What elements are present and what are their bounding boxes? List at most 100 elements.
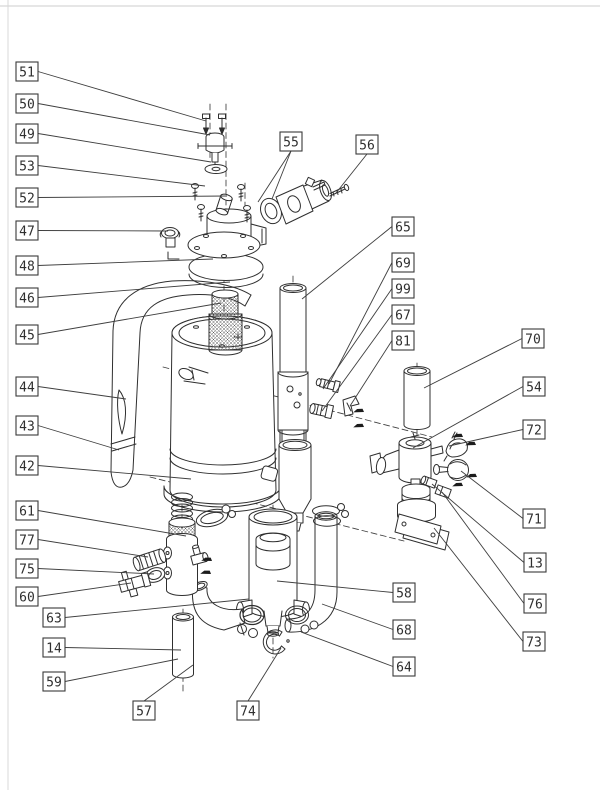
- small-fitting: [215, 193, 233, 216]
- leader-line-47: [37, 230, 169, 232]
- label-number: 54: [526, 381, 542, 396]
- label-number: 46: [19, 292, 35, 307]
- part-label-52: 52: [15, 187, 39, 208]
- leader-line-99: [322, 288, 393, 390]
- regulator-and-bracket: [394, 478, 450, 551]
- label-box: [15, 220, 39, 241]
- label-number: 47: [19, 225, 35, 240]
- part-label-56: 56: [355, 134, 379, 155]
- label-box: [15, 529, 39, 550]
- label-number: 68: [396, 624, 412, 639]
- pump-head-assembly: [187, 208, 267, 288]
- label-box: [42, 671, 66, 692]
- leader-line-56: [335, 153, 368, 194]
- leader-line-46: [37, 281, 231, 298]
- label-box: [132, 700, 156, 721]
- mesh-filter: [208, 289, 243, 356]
- label-number: 13: [527, 557, 543, 572]
- label-box: [522, 508, 546, 529]
- label-box: [15, 187, 39, 208]
- label-number: 99: [395, 283, 411, 298]
- label-number: 75: [19, 563, 35, 578]
- label-box: [15, 93, 39, 114]
- tank-side-port: [178, 366, 209, 385]
- leader-line-14: [64, 647, 182, 651]
- leader-line-67: [321, 314, 393, 412]
- leader-line-70: [423, 338, 523, 389]
- part-labels: 5150495352474846454443426177756063145957…: [15, 61, 547, 721]
- label-number: 53: [19, 160, 35, 175]
- label-box: [15, 324, 39, 345]
- leader-line-76: [441, 491, 525, 604]
- label-box: [15, 155, 39, 176]
- part-label-14: 14: [42, 637, 66, 658]
- part-label-70: 70: [521, 328, 545, 349]
- part-label-47: 47: [15, 220, 39, 241]
- label-number: 65: [395, 221, 411, 236]
- leader-line-55: [257, 150, 292, 203]
- leader-line-57: [143, 664, 194, 702]
- label-number: 45: [19, 329, 35, 344]
- label-box: [42, 607, 66, 628]
- label-number: 61: [19, 505, 35, 520]
- label-number: 73: [526, 636, 542, 651]
- label-box: [392, 582, 416, 603]
- leader-line-81: [349, 340, 393, 407]
- c-clip: [262, 629, 290, 655]
- leader-line-75: [37, 568, 155, 575]
- part-label-59: 59: [42, 671, 66, 692]
- label-number: 70: [525, 333, 541, 348]
- leader-line-55: [271, 150, 292, 200]
- label-box: [523, 552, 547, 573]
- part-label-46: 46: [15, 287, 39, 308]
- part-label-48: 48: [15, 255, 39, 276]
- inline-fittings: [309, 378, 360, 420]
- part-label-13: 13: [523, 552, 547, 573]
- label-number: 69: [395, 257, 411, 272]
- part-label-77: 77: [15, 529, 39, 550]
- label-number: 81: [395, 335, 411, 350]
- label-box: [392, 656, 416, 677]
- label-number: 14: [46, 642, 62, 657]
- label-box: [523, 593, 547, 614]
- part-label-75: 75: [15, 558, 39, 579]
- label-box: [522, 631, 546, 652]
- label-box: [15, 255, 39, 276]
- leader-line-42: [37, 465, 192, 480]
- label-number: 58: [396, 587, 412, 602]
- label-number: 74: [240, 705, 256, 720]
- leader-line-77: [37, 539, 149, 558]
- leader-line-60: [37, 582, 132, 597]
- part-label-50: 50: [15, 93, 39, 114]
- clamp-72: [443, 431, 468, 462]
- leader-line-73: [433, 527, 524, 642]
- label-number: 48: [19, 260, 35, 275]
- label-box: [392, 619, 416, 640]
- t-bracket: [342, 395, 360, 417]
- label-number: 55: [283, 136, 299, 151]
- part-label-61: 61: [15, 500, 39, 521]
- part-label-49: 49: [15, 123, 39, 144]
- label-box: [522, 419, 546, 440]
- leader-line-51: [37, 71, 207, 122]
- part-label-44: 44: [15, 376, 39, 397]
- label-number: 49: [19, 128, 35, 143]
- part-label-43: 43: [15, 415, 39, 436]
- hose-elbows-and-clamps: [191, 503, 349, 638]
- leader-line-71: [460, 470, 524, 519]
- label-number: 52: [19, 192, 35, 207]
- part-label-45: 45: [15, 324, 39, 345]
- part-label-73: 73: [522, 631, 546, 652]
- label-box: [15, 455, 39, 476]
- part-label-42: 42: [15, 455, 39, 476]
- leader-line-59: [64, 658, 179, 682]
- label-number: 63: [46, 612, 62, 627]
- label-number: 50: [19, 98, 35, 113]
- part-label-72: 72: [522, 419, 546, 440]
- leader-line-45: [37, 302, 222, 335]
- label-number: 42: [19, 460, 35, 475]
- part-label-74: 74: [236, 700, 260, 721]
- label-number: 51: [19, 66, 35, 81]
